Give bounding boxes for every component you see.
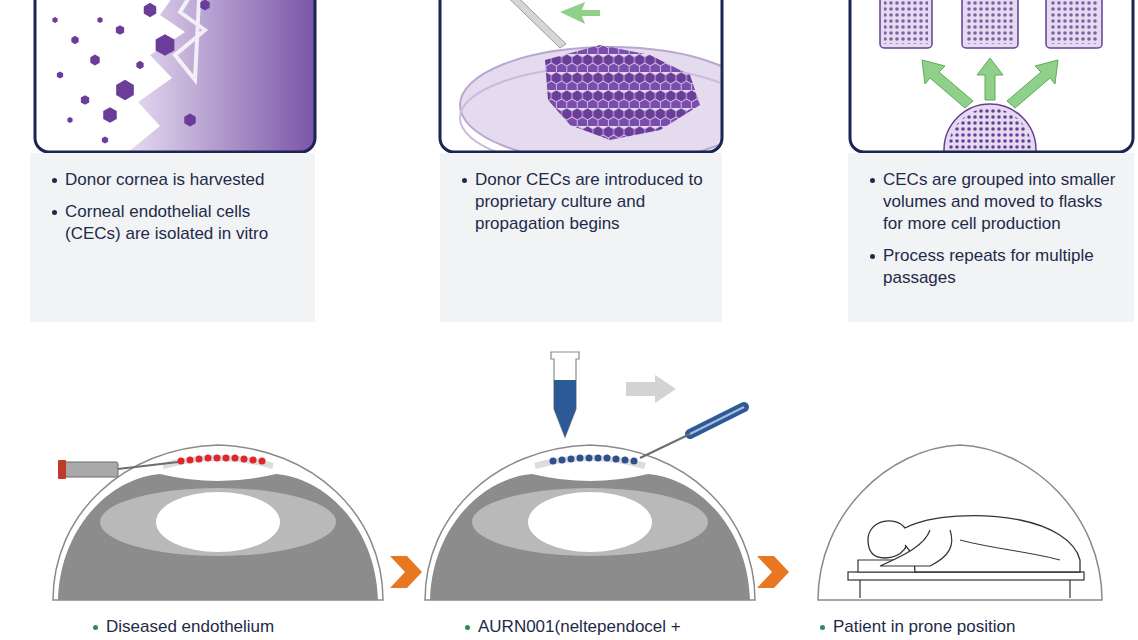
step-panel: Donor cornea is harvestedCorneal endothe… [30,153,315,322]
bullet-dot [870,178,875,183]
injection-eye-illustration [425,352,755,600]
step-panel: CECs are grouped into smaller volumes an… [848,153,1134,322]
prone-position-illustration [818,445,1102,600]
cornea-harvest-illustration [35,0,315,152]
bullet-item: Corneal endothelial cells (CECs) are iso… [52,201,305,245]
bullet-item: Process repeats for multiple passages [870,245,1124,289]
bullet-item: Donor cornea is harvested [52,169,305,191]
diseased-eye-illustration [53,445,383,600]
bullet-dot [870,254,875,259]
culture-dish-illustration [440,0,760,170]
step-panel: Donor CECs are introduced to proprietary… [440,153,722,322]
caption-text: AURN001(neltependocel + [478,617,681,637]
bullet-dot [462,178,467,183]
bullet-dot [820,625,825,630]
step-text: Donor CECs are introduced to proprietary… [475,169,712,235]
step-text: Process repeats for multiple passages [883,245,1124,289]
caption-text: Diseased endothelium [106,617,274,637]
step-text: Corneal endothelial cells (CECs) are iso… [65,201,305,245]
bullet-dot [52,210,57,215]
bullet-item: CECs are grouped into smaller volumes an… [870,169,1124,235]
bullet-item: Donor CECs are introduced to proprietary… [462,169,712,235]
step-caption: Patient in prone position [820,617,1015,637]
step-text: Donor cornea is harvested [65,169,264,191]
step-text: CECs are grouped into smaller volumes an… [883,169,1124,235]
bullet-dot [52,178,57,183]
step-chevron [390,556,789,588]
bullet-dot [465,625,470,630]
bullet-dot [93,625,98,630]
step-caption: AURN001(neltependocel + [465,617,681,637]
step-caption: Diseased endothelium [93,617,274,637]
caption-text: Patient in prone position [833,617,1015,637]
